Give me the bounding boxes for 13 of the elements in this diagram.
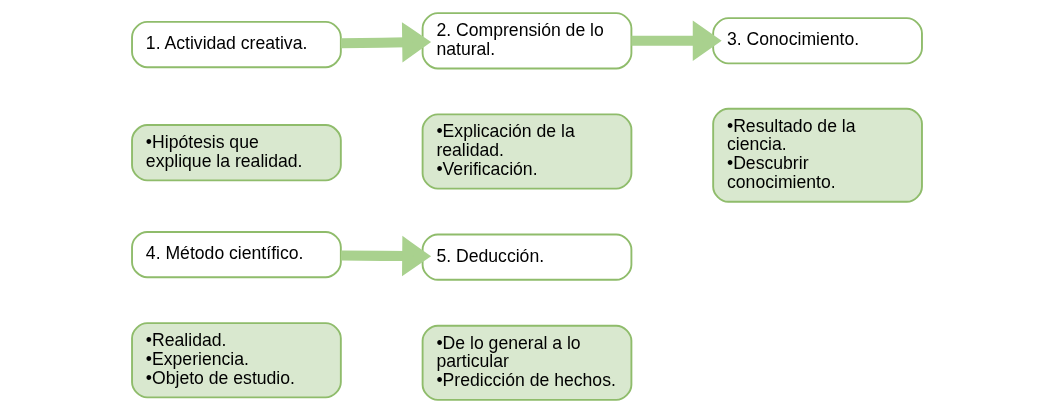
arrow [340,235,431,277]
node-box: 1. Actividad creativa. [130,20,342,69]
node-box: •Realidad. •Experiencia. •Objeto de estudio. [130,322,342,399]
node-box: •De lo general a lo particular •Predicción de hechos. [421,324,632,401]
node-box: •Explicación de la realidad. •Verificación. [421,113,632,190]
node-box: 2. Comprensión de lo natural. [421,12,632,70]
arrow [630,20,722,61]
node-box: •Hipótesis que explique la realidad. [130,124,342,182]
node-box: 3. Conocimiento. [711,17,923,65]
node-box: 5. Deducción. [421,233,632,281]
node-box: •Resultado de la ciencia. •Descubrir conocimiento. [711,107,923,203]
arrow [340,22,431,63]
node-box: 4. Método científico. [130,231,342,279]
